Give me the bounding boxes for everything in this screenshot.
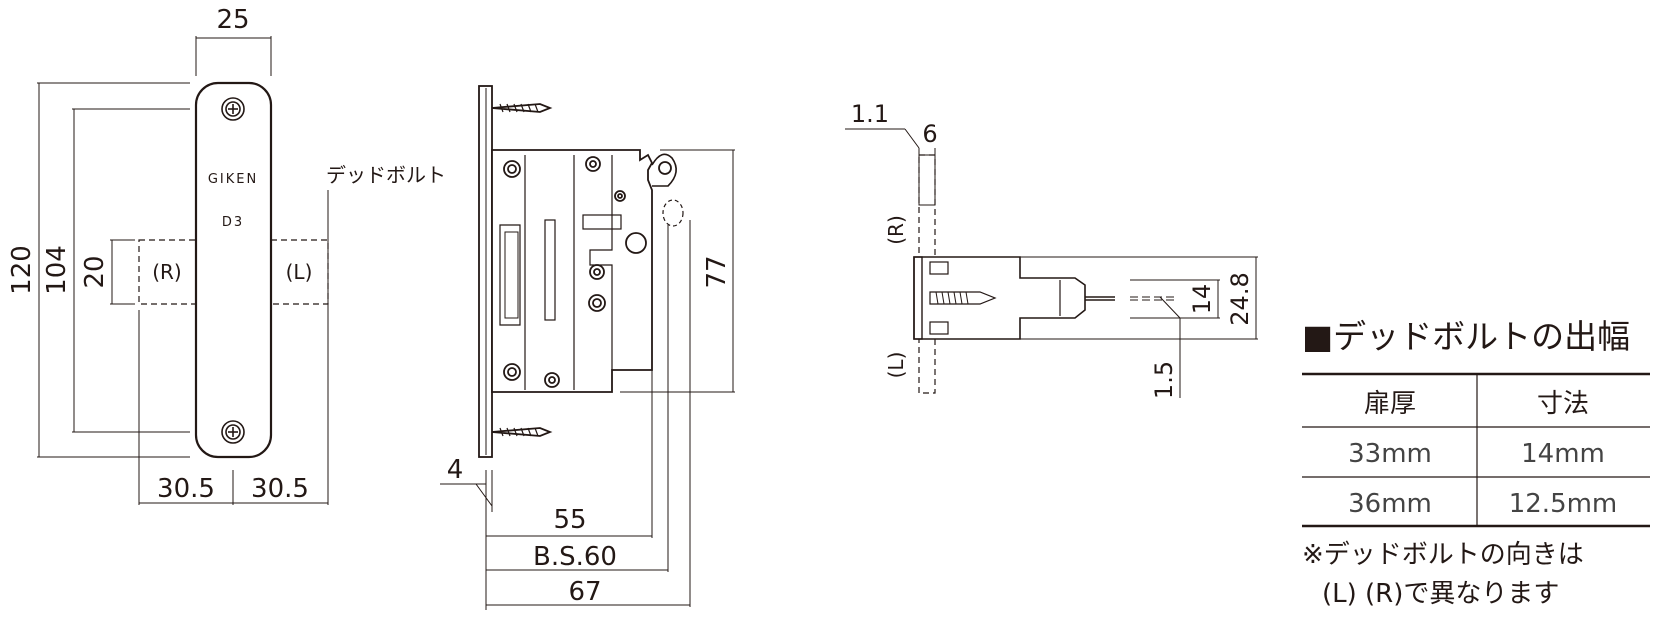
- dim-screw-pitch: 104: [42, 245, 72, 295]
- bolt-label-r: (R): [884, 215, 908, 245]
- deadbolt-label: デッドボルト: [326, 163, 446, 187]
- screw-icon: [221, 420, 245, 444]
- bolt-view: [845, 128, 1258, 398]
- side-view: [440, 85, 735, 610]
- dim-thickness-6: 6: [922, 120, 937, 148]
- face-plate: [194, 81, 273, 459]
- dim-height-77: 77: [702, 255, 732, 288]
- wood-screw-icon: [491, 427, 553, 437]
- dim-thickness-11: 1.1: [851, 100, 889, 128]
- bolt-label-l: (L): [884, 352, 908, 379]
- table-note-1: ※デッドボルトの向きは: [1302, 540, 1584, 570]
- bolt-position-r: [138, 239, 197, 305]
- bolt-position-l: [270, 239, 329, 305]
- table-cell: 12.5mm: [1509, 489, 1618, 519]
- table-title: ■デッドボルトの出幅: [1302, 317, 1630, 356]
- plate-text-model: D3: [222, 215, 244, 230]
- dim-height-total: 120: [7, 245, 37, 295]
- front-view: [37, 36, 329, 505]
- table-header-dimension: 寸法: [1537, 389, 1589, 419]
- dim-bolt-height: 20: [80, 255, 110, 288]
- label-l: (L): [286, 260, 313, 284]
- table-cell: 14mm: [1521, 439, 1605, 469]
- dim-bolt-14: 14: [1188, 284, 1216, 315]
- dim-depth-55: 55: [553, 505, 586, 535]
- dim-offset-right: 30.5: [251, 474, 309, 504]
- label-r: (R): [152, 260, 182, 284]
- plate-text-brand: GIKEN: [208, 172, 258, 187]
- table-cell: 36mm: [1348, 489, 1432, 519]
- projection-table: ■デッドボルトの出幅 扉厚 寸法 33mm 14mm 36mm 12.5mm ※…: [1302, 317, 1650, 609]
- dim-width: 25: [216, 5, 249, 35]
- dim-face-thickness: 4: [447, 455, 464, 485]
- screw-icon: [221, 97, 245, 121]
- table-header-thickness: 扉厚: [1364, 389, 1416, 419]
- dim-offset-left: 30.5: [157, 474, 215, 504]
- wood-screw-icon: [491, 103, 553, 113]
- dim-backset: B.S.60: [533, 542, 617, 572]
- dim-bolt-15: 1.5: [1150, 361, 1178, 399]
- table-cell: 33mm: [1348, 439, 1432, 469]
- dim-depth-67: 67: [568, 577, 601, 607]
- dim-bolt-248: 24.8: [1226, 272, 1254, 325]
- table-note-2: (L) (R)で異なります: [1322, 579, 1559, 609]
